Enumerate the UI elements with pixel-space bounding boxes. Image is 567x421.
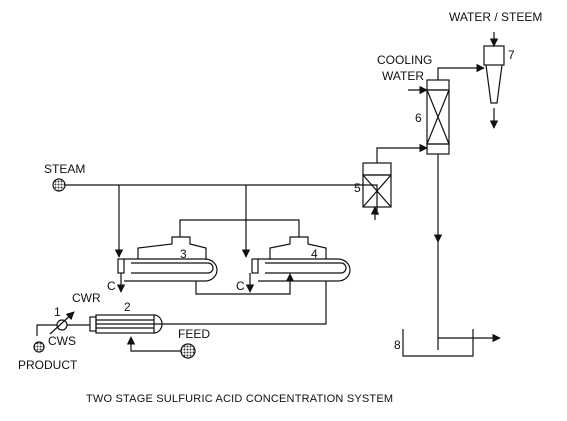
equipment-number-7: 7 bbox=[508, 48, 515, 62]
cws-label: CWS bbox=[48, 334, 76, 348]
cooling-label: COOLING bbox=[377, 53, 432, 67]
equipment-number-1: 1 bbox=[54, 305, 61, 319]
steam-source bbox=[52, 178, 66, 192]
diagram-caption: TWO STAGE SULFURIC ACID CONCENTRATION SY… bbox=[86, 393, 393, 405]
condensate-c-1-label: C bbox=[107, 279, 116, 293]
product-label: PRODUCT bbox=[18, 358, 78, 372]
steam-label: STEAM bbox=[44, 162, 85, 176]
evaporator-4 bbox=[251, 236, 351, 282]
equipment-number-6: 6 bbox=[415, 111, 422, 125]
equipment-number-4: 4 bbox=[311, 247, 318, 261]
heat-exchanger-2 bbox=[89, 314, 163, 334]
transfer-line-3-to-4 bbox=[195, 273, 295, 295]
condensate-c-2-label: C bbox=[236, 279, 245, 293]
scrubber-5 bbox=[362, 162, 392, 208]
vapor-manifold-line bbox=[179, 219, 300, 237]
equipment-number-5: 5 bbox=[354, 181, 361, 195]
feed-source bbox=[180, 343, 196, 359]
water-label: WATER bbox=[382, 69, 424, 83]
cooler-1 bbox=[56, 319, 68, 331]
feed-label: FEED bbox=[178, 327, 210, 341]
cwr-label: CWR bbox=[72, 291, 101, 305]
hx2-to-evaporator-3 bbox=[154, 281, 327, 325]
product-line bbox=[36, 324, 90, 336]
condenser-6 bbox=[426, 79, 450, 155]
steam-header-line bbox=[65, 184, 378, 215]
product-sink bbox=[33, 341, 45, 353]
feed-line bbox=[126, 336, 181, 352]
equipment-number-8: 8 bbox=[394, 338, 401, 352]
equipment-number-2: 2 bbox=[124, 300, 131, 314]
cooler-1-coil bbox=[49, 311, 75, 335]
evaporator-3 bbox=[117, 236, 218, 282]
water-steem-label: WATER / STEEM bbox=[449, 10, 542, 24]
equipment-number-3: 3 bbox=[180, 247, 187, 261]
hotwell-tank-8 bbox=[402, 329, 474, 357]
ejector-7 bbox=[483, 45, 505, 104]
condenser-vent-to-7 bbox=[437, 63, 485, 80]
scrubber-to-condenser-6 bbox=[376, 143, 428, 163]
